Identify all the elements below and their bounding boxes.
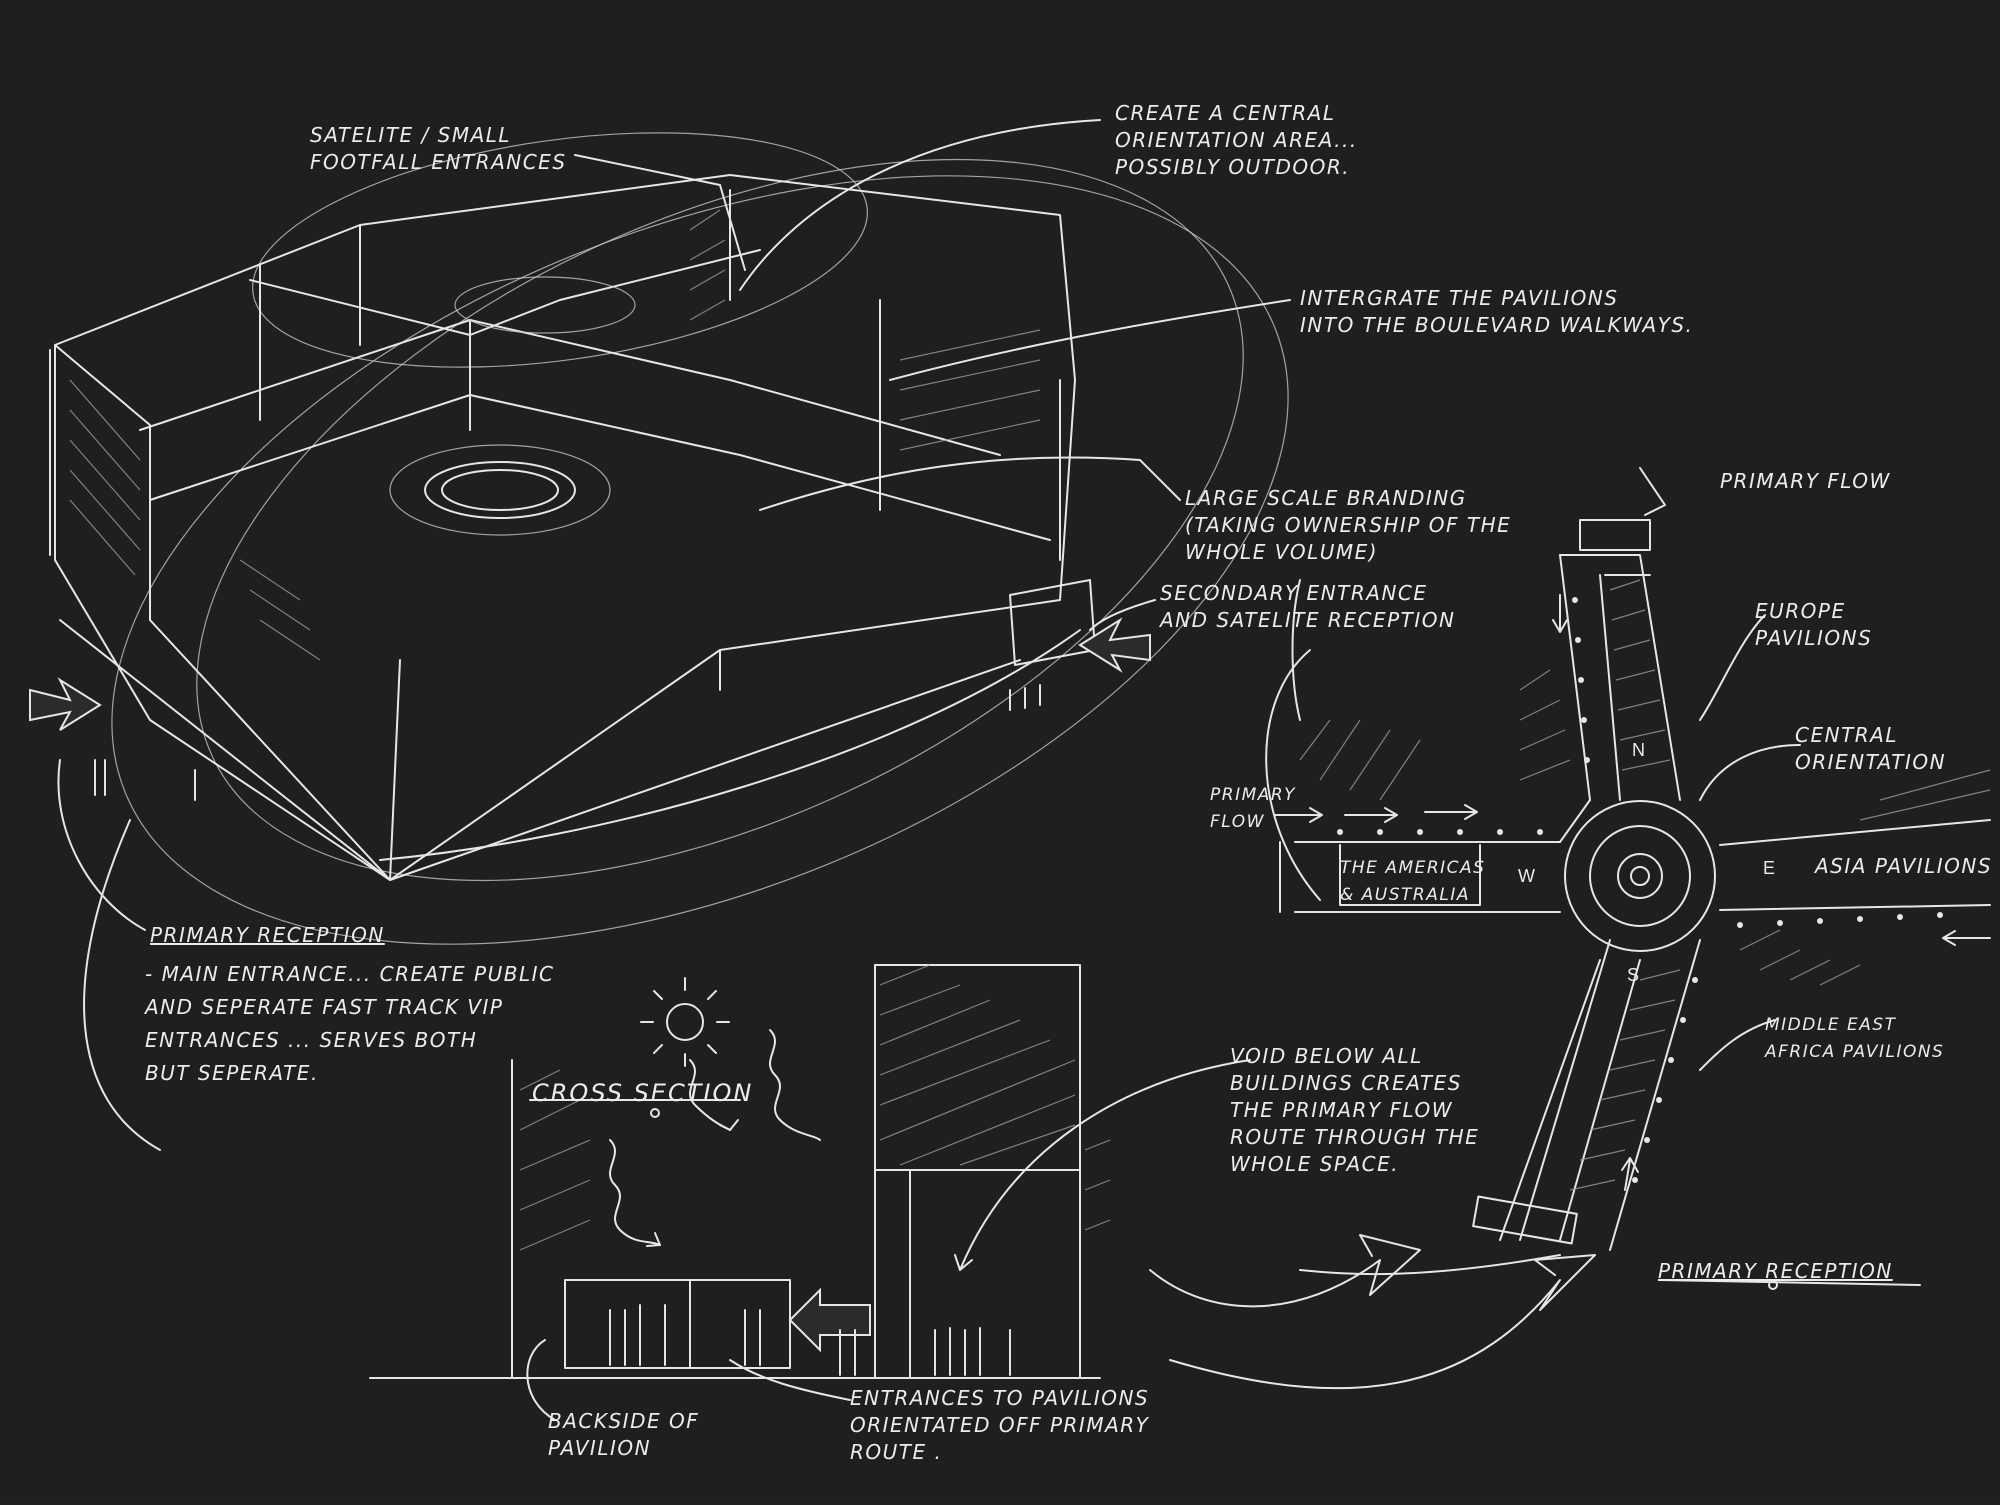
site-plan-sketch xyxy=(1274,467,1991,1290)
label-primary-reception-bottom: PRIMARY RECEPTION xyxy=(1658,1259,1893,1283)
flow-sweep-arrows xyxy=(83,649,1596,1390)
label-primary-flow-left: PRIMARY FLOW xyxy=(1210,785,1297,832)
label-central-orientation: CENTRAL ORIENTATION xyxy=(1795,723,1947,774)
note-primary-reception-body: - MAIN ENTRANCE... CREATE PUBLIC AND SEP… xyxy=(145,962,555,1085)
compass-east: E xyxy=(1763,858,1776,878)
note-integrate-pavilions: INTERGRATE THE PAVILIONS INTO THE BOULEV… xyxy=(1300,286,1694,337)
compass-west: W xyxy=(1518,866,1535,886)
cross-section-title: CROSS SECTION xyxy=(532,1079,754,1107)
note-backside-of-pavilion: BACKSIDE OF PAVILION xyxy=(548,1409,700,1460)
label-primary-flow-top: PRIMARY FLOW xyxy=(1720,469,1891,493)
note-satellite-entrances: SATELITE / SMALL FOOTFALL ENTRANCES xyxy=(310,123,567,174)
note-central-orientation-area: CREATE A CENTRAL ORIENTATION AREA... POS… xyxy=(1115,101,1358,179)
note-large-scale-branding: LARGE SCALE BRANDING (TAKING OWNERSHIP O… xyxy=(1185,486,1512,564)
note-entrances-to-pavilions: ENTRANCES TO PAVILIONS ORIENTATED OFF PR… xyxy=(850,1386,1150,1464)
cross-section-sketch xyxy=(369,964,1251,1421)
axonometric-building-sketch xyxy=(29,119,1291,945)
label-europe-pavilions: EUROPE PAVILIONS xyxy=(1755,599,1873,650)
note-primary-reception-title: PRIMARY RECEPTION xyxy=(150,923,385,947)
label-americas-australia: THE AMERICAS & AUSTRALIA xyxy=(1340,858,1486,905)
label-middle-east-africa: MIDDLE EAST AFRICA PAVILIONS xyxy=(1765,1015,1945,1062)
note-secondary-entrance: SECONDARY ENTRANCE AND SATELITE RECEPTIO… xyxy=(1160,581,1456,632)
compass-south: S xyxy=(1627,965,1640,985)
compass-north: N xyxy=(1632,740,1645,760)
note-void-below: VOID BELOW ALL BUILDINGS CREATES THE PRI… xyxy=(1230,1044,1480,1176)
label-asia-pavilions: ASIA PAVILIONS xyxy=(1815,854,1993,878)
